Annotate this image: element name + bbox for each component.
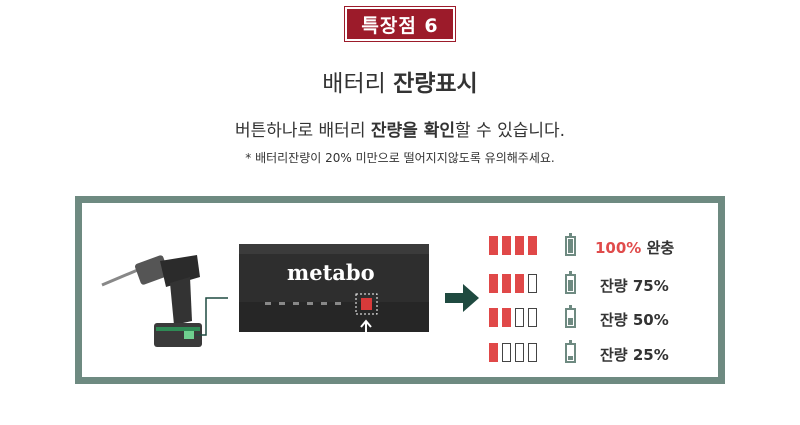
battery-icon	[565, 340, 576, 363]
level-label-prefix: 잔량	[600, 311, 633, 329]
level-segment	[502, 236, 511, 255]
page-title: 배터리 잔량표시	[0, 64, 800, 98]
level-label-prefix: 잔량	[600, 346, 633, 364]
level-label: 100% 완충	[595, 237, 674, 258]
subtitle-part1: 버튼하나로 배터리	[234, 121, 371, 141]
level-segment	[515, 343, 524, 362]
level-segment	[528, 236, 537, 255]
battery-icon	[565, 305, 576, 328]
feature-badge: 특장점 6	[344, 6, 456, 42]
level-label-value: 75%	[632, 277, 669, 295]
right-arrow-icon	[445, 284, 479, 312]
battery-icon	[565, 271, 576, 294]
level-segment	[528, 343, 537, 362]
level-label-suffix: 완충	[641, 239, 675, 257]
level-segment	[515, 236, 524, 255]
subtitle-part2: 할 수 있습니다.	[455, 121, 566, 141]
level-segment	[528, 274, 537, 293]
level-segment	[515, 274, 524, 293]
level-segment	[515, 308, 524, 327]
subtitle: 버튼하나로 배터리 잔량을 확인할 수 있습니다.	[0, 116, 800, 141]
level-segment	[502, 308, 511, 327]
level-label: 잔량 75%	[600, 275, 669, 296]
title-bold: 잔량표시	[393, 71, 478, 97]
level-segment	[489, 308, 498, 327]
level-segment	[528, 308, 537, 327]
battery-icon	[565, 233, 576, 256]
level-segment	[502, 343, 511, 362]
level-segment	[489, 343, 498, 362]
drill-illustration	[101, 255, 228, 347]
title-normal: 배터리	[322, 71, 394, 97]
subtitle-bold: 잔량을 확인	[370, 121, 455, 141]
level-label-value: 25%	[632, 346, 669, 364]
level-label-value: 100%	[595, 239, 642, 257]
level-label-value: 50%	[632, 311, 669, 329]
level-segment	[489, 274, 498, 293]
level-label: 잔량 25%	[600, 344, 669, 365]
level-label-prefix: 잔량	[600, 277, 633, 295]
brand-logo: metabo	[287, 260, 375, 285]
level-segment	[502, 274, 511, 293]
caution-note: * 배터리잔량이 20% 미만으로 떨어지지않도록 유의해주세요.	[245, 151, 555, 165]
level-segment	[489, 236, 498, 255]
level-label: 잔량 50%	[600, 309, 669, 330]
battery-closeup	[239, 244, 429, 334]
